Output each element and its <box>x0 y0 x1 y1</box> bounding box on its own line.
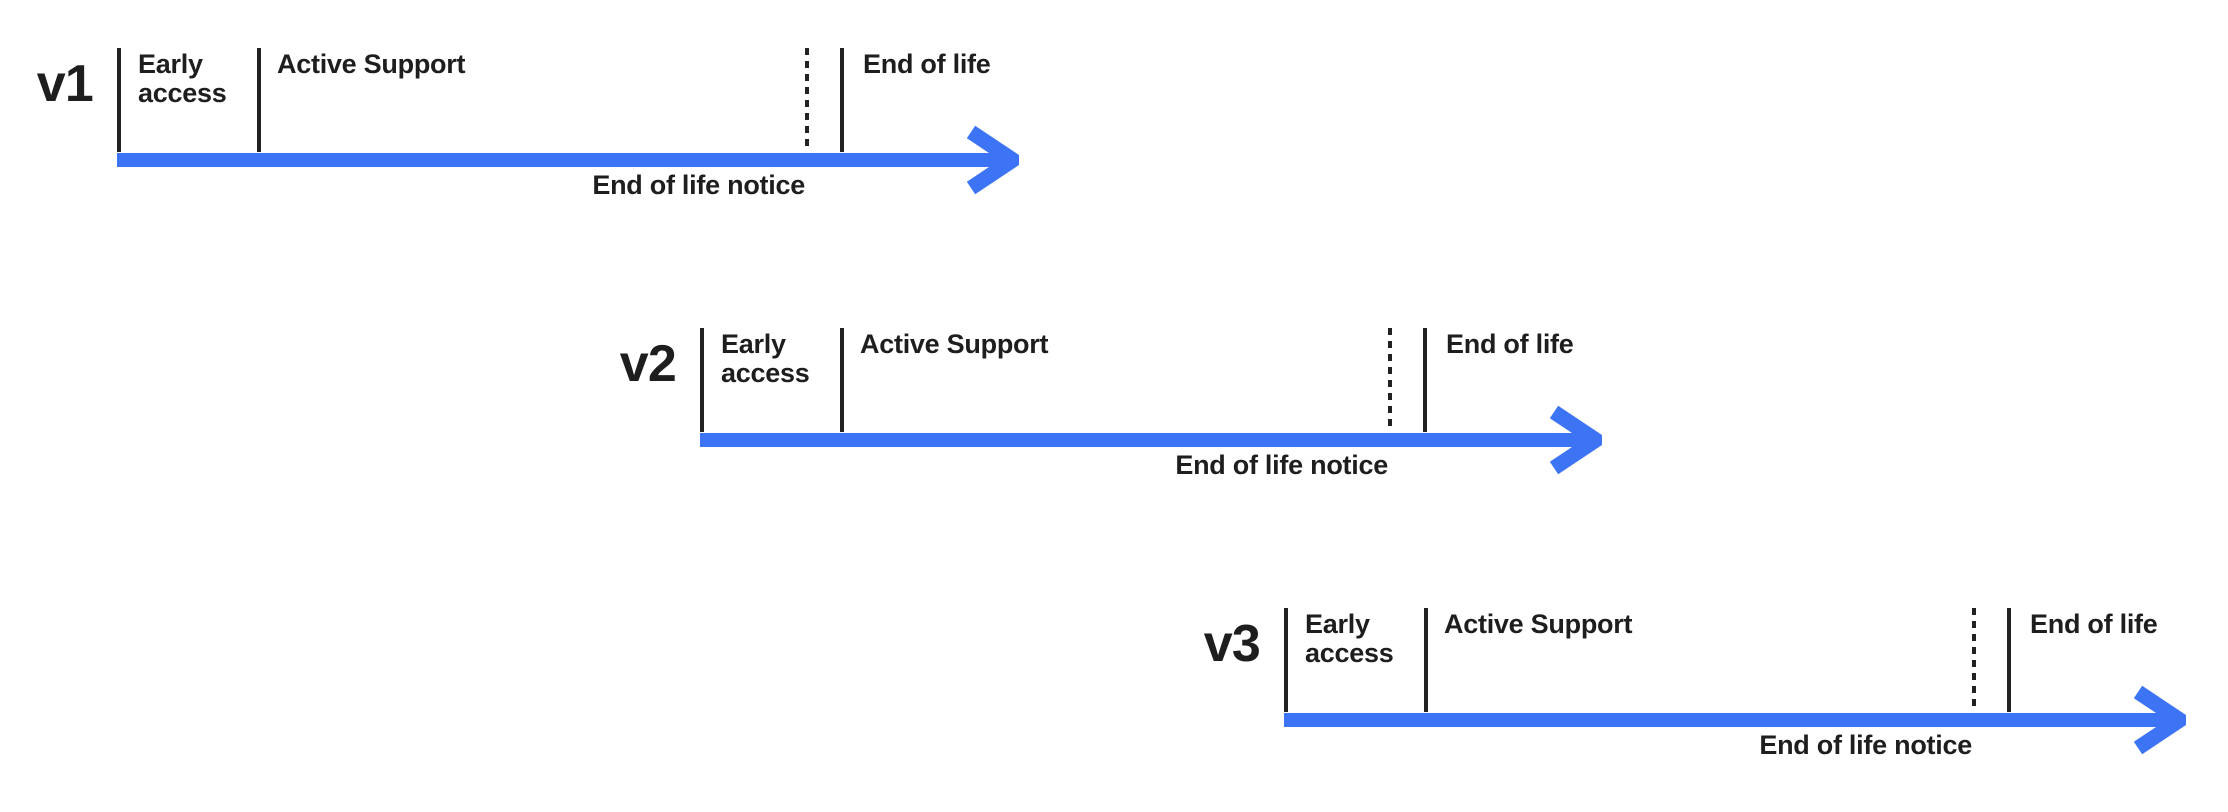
arrowhead-icon <box>966 125 1019 195</box>
timeline-v1: v1 Early access Active Support End of li… <box>0 48 2228 238</box>
timeline-v3: v3 Early access Active Support End of li… <box>0 608 2228 798</box>
end-of-life-tick <box>1423 328 1427 432</box>
early-access-label: Early access <box>138 49 227 108</box>
end-of-life-label: End of life <box>863 49 991 79</box>
early-access-end-tick <box>257 48 261 152</box>
version-label: v1 <box>36 55 94 113</box>
timeline-arrow-bar <box>700 433 1585 447</box>
end-of-life-tick <box>2007 608 2011 712</box>
arrowhead-icon <box>1549 405 1602 475</box>
eol-notice-label: End of life notice <box>1175 450 1388 480</box>
timeline-start-tick <box>1284 608 1288 712</box>
end-of-life-label: End of life <box>2030 609 2158 639</box>
early-access-label: Early access <box>1305 609 1394 668</box>
end-of-life-tick <box>840 48 844 152</box>
version-label: v2 <box>619 335 677 393</box>
active-support-label: Active Support <box>860 329 1049 359</box>
early-access-label: Early access <box>721 329 810 388</box>
timeline-v2: v2 Early access Active Support End of li… <box>0 328 2228 518</box>
active-support-label: Active Support <box>1444 609 1633 639</box>
version-label: v3 <box>1203 615 1261 673</box>
eol-notice-label: End of life notice <box>592 170 805 200</box>
eol-notice-dashed-tick <box>1388 328 1392 429</box>
early-access-end-tick <box>1424 608 1428 712</box>
arrowhead-icon <box>2133 685 2186 755</box>
timeline-arrow-bar <box>1284 713 2169 727</box>
timeline-start-tick <box>700 328 704 432</box>
eol-notice-dashed-tick <box>1972 608 1976 709</box>
timeline-start-tick <box>117 48 121 152</box>
eol-notice-dashed-tick <box>805 48 809 149</box>
end-of-life-label: End of life <box>1446 329 1574 359</box>
active-support-label: Active Support <box>277 49 466 79</box>
eol-notice-label: End of life notice <box>1759 730 1972 760</box>
timeline-arrow-bar <box>117 153 1002 167</box>
early-access-end-tick <box>840 328 844 432</box>
